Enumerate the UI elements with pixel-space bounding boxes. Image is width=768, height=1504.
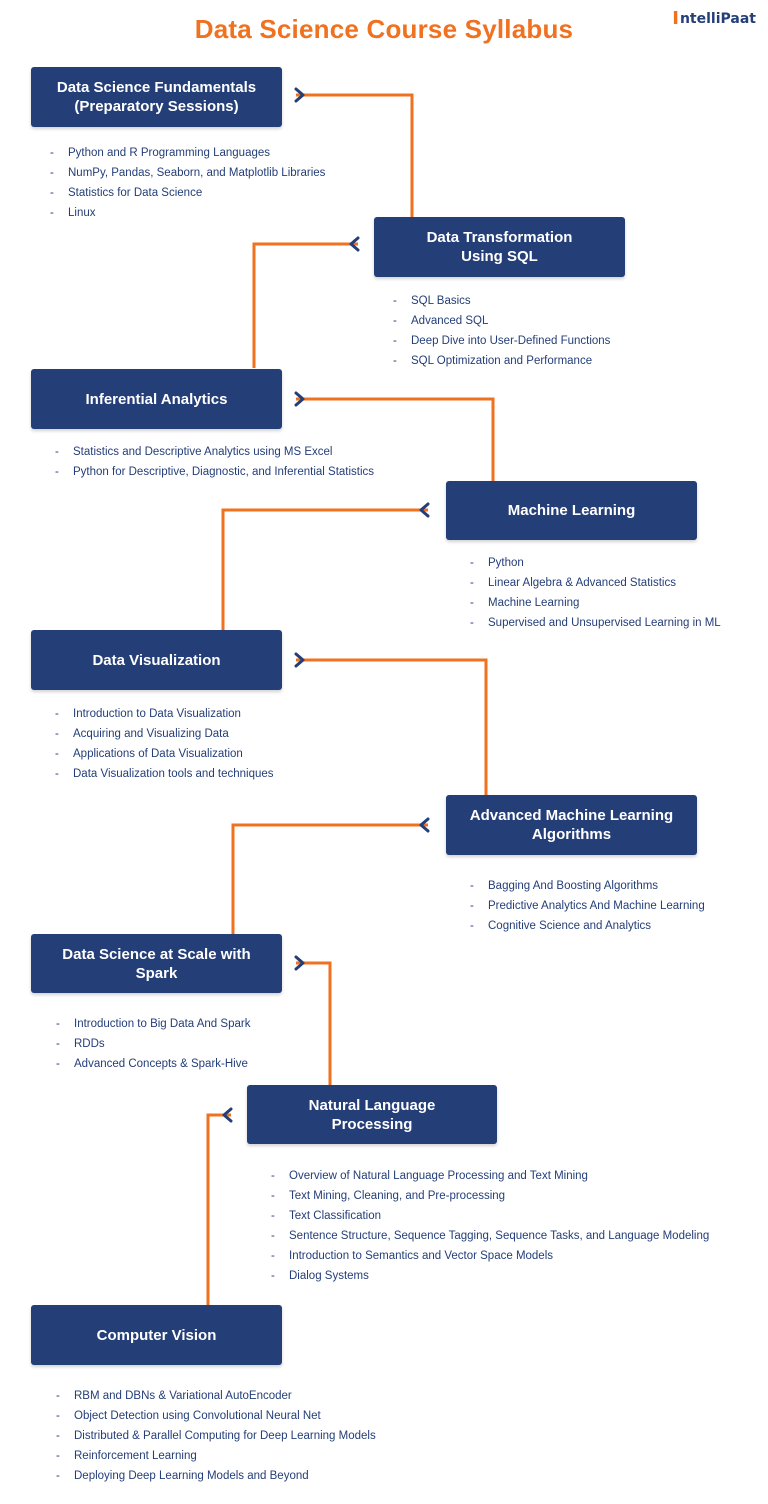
module-title-line1: Data Science Fundamentals (56, 79, 257, 96)
module-topic-list: -Introduction to Big Data And Spark -RDD… (56, 1014, 250, 1074)
list-item: -Python (470, 557, 524, 569)
list-item: -Introduction to Big Data And Spark (56, 1018, 251, 1030)
connector-line (296, 93, 414, 217)
connector-line (296, 397, 495, 481)
module-box-data-science-fundamentals: Data Science Fundamentals (Preparatory Se… (31, 67, 282, 127)
list-item: -Applications of Data Visualization (55, 748, 243, 760)
list-item: -Data Visualization tools and techniques (55, 768, 274, 780)
list-item: -SQL Basics (393, 295, 471, 307)
list-item: -Text Mining, Cleaning, and Pre-processi… (271, 1190, 506, 1202)
connector-line (296, 961, 332, 1085)
list-item: -Deploying Deep Learning Models and Beyo… (56, 1470, 309, 1482)
list-item: -Sentence Structure, Sequence Tagging, S… (271, 1230, 710, 1242)
connector-line (206, 1113, 231, 1305)
connector-line (296, 658, 488, 795)
module-title-line1: Inferential Analytics (85, 390, 228, 408)
list-item: -Linear Algebra & Advanced Statistics (470, 577, 676, 589)
list-item: -Machine Learning (470, 597, 580, 609)
arrow-right-icon (294, 955, 305, 971)
list-item: -Python for Descriptive, Diagnostic, and… (55, 466, 375, 478)
page-title: Data Science Course Syllabus (194, 14, 574, 44)
module-box-inferential-analytics: Inferential Analytics (31, 369, 282, 429)
list-item: -Python and R Programming Languages (50, 147, 271, 159)
connector-line (231, 823, 428, 934)
module-title-line2: Algorithms (531, 826, 612, 843)
list-item: -Advanced Concepts & Spark-Hive (56, 1058, 248, 1070)
module-box-computer-vision: Computer Vision (31, 1305, 282, 1365)
list-item: -SQL Optimization and Performance (393, 355, 593, 367)
logo-mark-icon: I (672, 8, 679, 29)
module-topic-list: -Statistics and Descriptive Analytics us… (55, 442, 374, 482)
list-item: -Cognitive Science and Analytics (470, 920, 652, 932)
list-item: -Dialog Systems (271, 1270, 369, 1282)
module-box-data-visualization: Data Visualization (31, 630, 282, 690)
list-item: -Introduction to Data Visualization (55, 708, 241, 720)
module-title-line1: Computer Vision (96, 1326, 217, 1344)
list-item: -Acquiring and Visualizing Data (55, 728, 229, 740)
module-title-line1: Natural Language (308, 1096, 436, 1114)
module-topic-list: -Overview of Natural Language Processing… (271, 1166, 709, 1286)
list-item: -Statistics and Descriptive Analytics us… (55, 446, 333, 458)
list-item: -Reinforcement Learning (56, 1450, 197, 1462)
list-item: -Object Detection using Convolutional Ne… (56, 1410, 321, 1422)
module-topic-list: -Python -Linear Algebra & Advanced Stati… (470, 553, 721, 633)
module-title-line2: Spark (135, 964, 178, 982)
list-item: -Deep Dive into User-Defined Functions (393, 335, 611, 347)
module-title-line2: (Preparatory Sessions) (74, 98, 239, 115)
connector-line (252, 242, 358, 368)
module-topic-list: -RBM and DBNs & Variational AutoEncoder … (56, 1386, 376, 1486)
list-item: -Introduction to Semantics and Vector Sp… (271, 1250, 554, 1262)
arrow-left-icon (222, 1107, 233, 1123)
arrow-left-icon (419, 502, 430, 518)
list-item: -Bagging And Boosting Algorithms (470, 880, 659, 892)
list-item: -Distributed & Parallel Computing for De… (56, 1430, 376, 1442)
list-item: -Linux (50, 207, 96, 219)
module-title-line2: Processing (331, 1115, 413, 1133)
list-item: -Text Classification (271, 1210, 382, 1222)
list-item: -RDDs (56, 1038, 105, 1050)
connector-line (221, 508, 428, 630)
logo-text: ntelliPaat (679, 10, 756, 27)
arrow-left-icon (349, 236, 360, 252)
list-item: -Supervised and Unsupervised Learning in… (470, 617, 721, 629)
arrow-right-icon (294, 87, 305, 103)
arrow-right-icon (294, 652, 305, 668)
module-topic-list: -Introduction to Data Visualization -Acq… (55, 704, 274, 784)
module-topic-list: -SQL Basics -Advanced SQL -Deep Dive int… (393, 291, 610, 371)
module-title-line1: Advanced Machine Learning (469, 807, 674, 824)
module-topic-list: -Python and R Programming Languages -Num… (50, 143, 325, 223)
module-topic-list: -Bagging And Boosting Algorithms -Predic… (470, 876, 705, 936)
intellipaat-logo: I ntelliPaat (672, 8, 756, 29)
list-item: -RBM and DBNs & Variational AutoEncoder (56, 1390, 292, 1402)
list-item: -Advanced SQL (393, 315, 489, 327)
arrow-left-icon (419, 817, 430, 833)
list-item: -Predictive Analytics And Machine Learni… (470, 900, 705, 912)
module-title-line1: Data Science at Scale with (62, 945, 251, 963)
list-item: -Overview of Natural Language Processing… (271, 1170, 588, 1182)
list-item: -Statistics for Data Science (50, 187, 203, 199)
module-title-line1: Data Visualization (92, 651, 221, 669)
module-box-machine-learning: Machine Learning (446, 481, 697, 540)
list-item: -NumPy, Pandas, Seaborn, and Matplotlib … (50, 167, 326, 179)
module-title-line2: Using SQL (461, 248, 538, 265)
arrow-right-icon (294, 391, 305, 407)
module-title-line1: Data Transformation (426, 229, 573, 246)
module-title-line1: Machine Learning (507, 502, 636, 519)
